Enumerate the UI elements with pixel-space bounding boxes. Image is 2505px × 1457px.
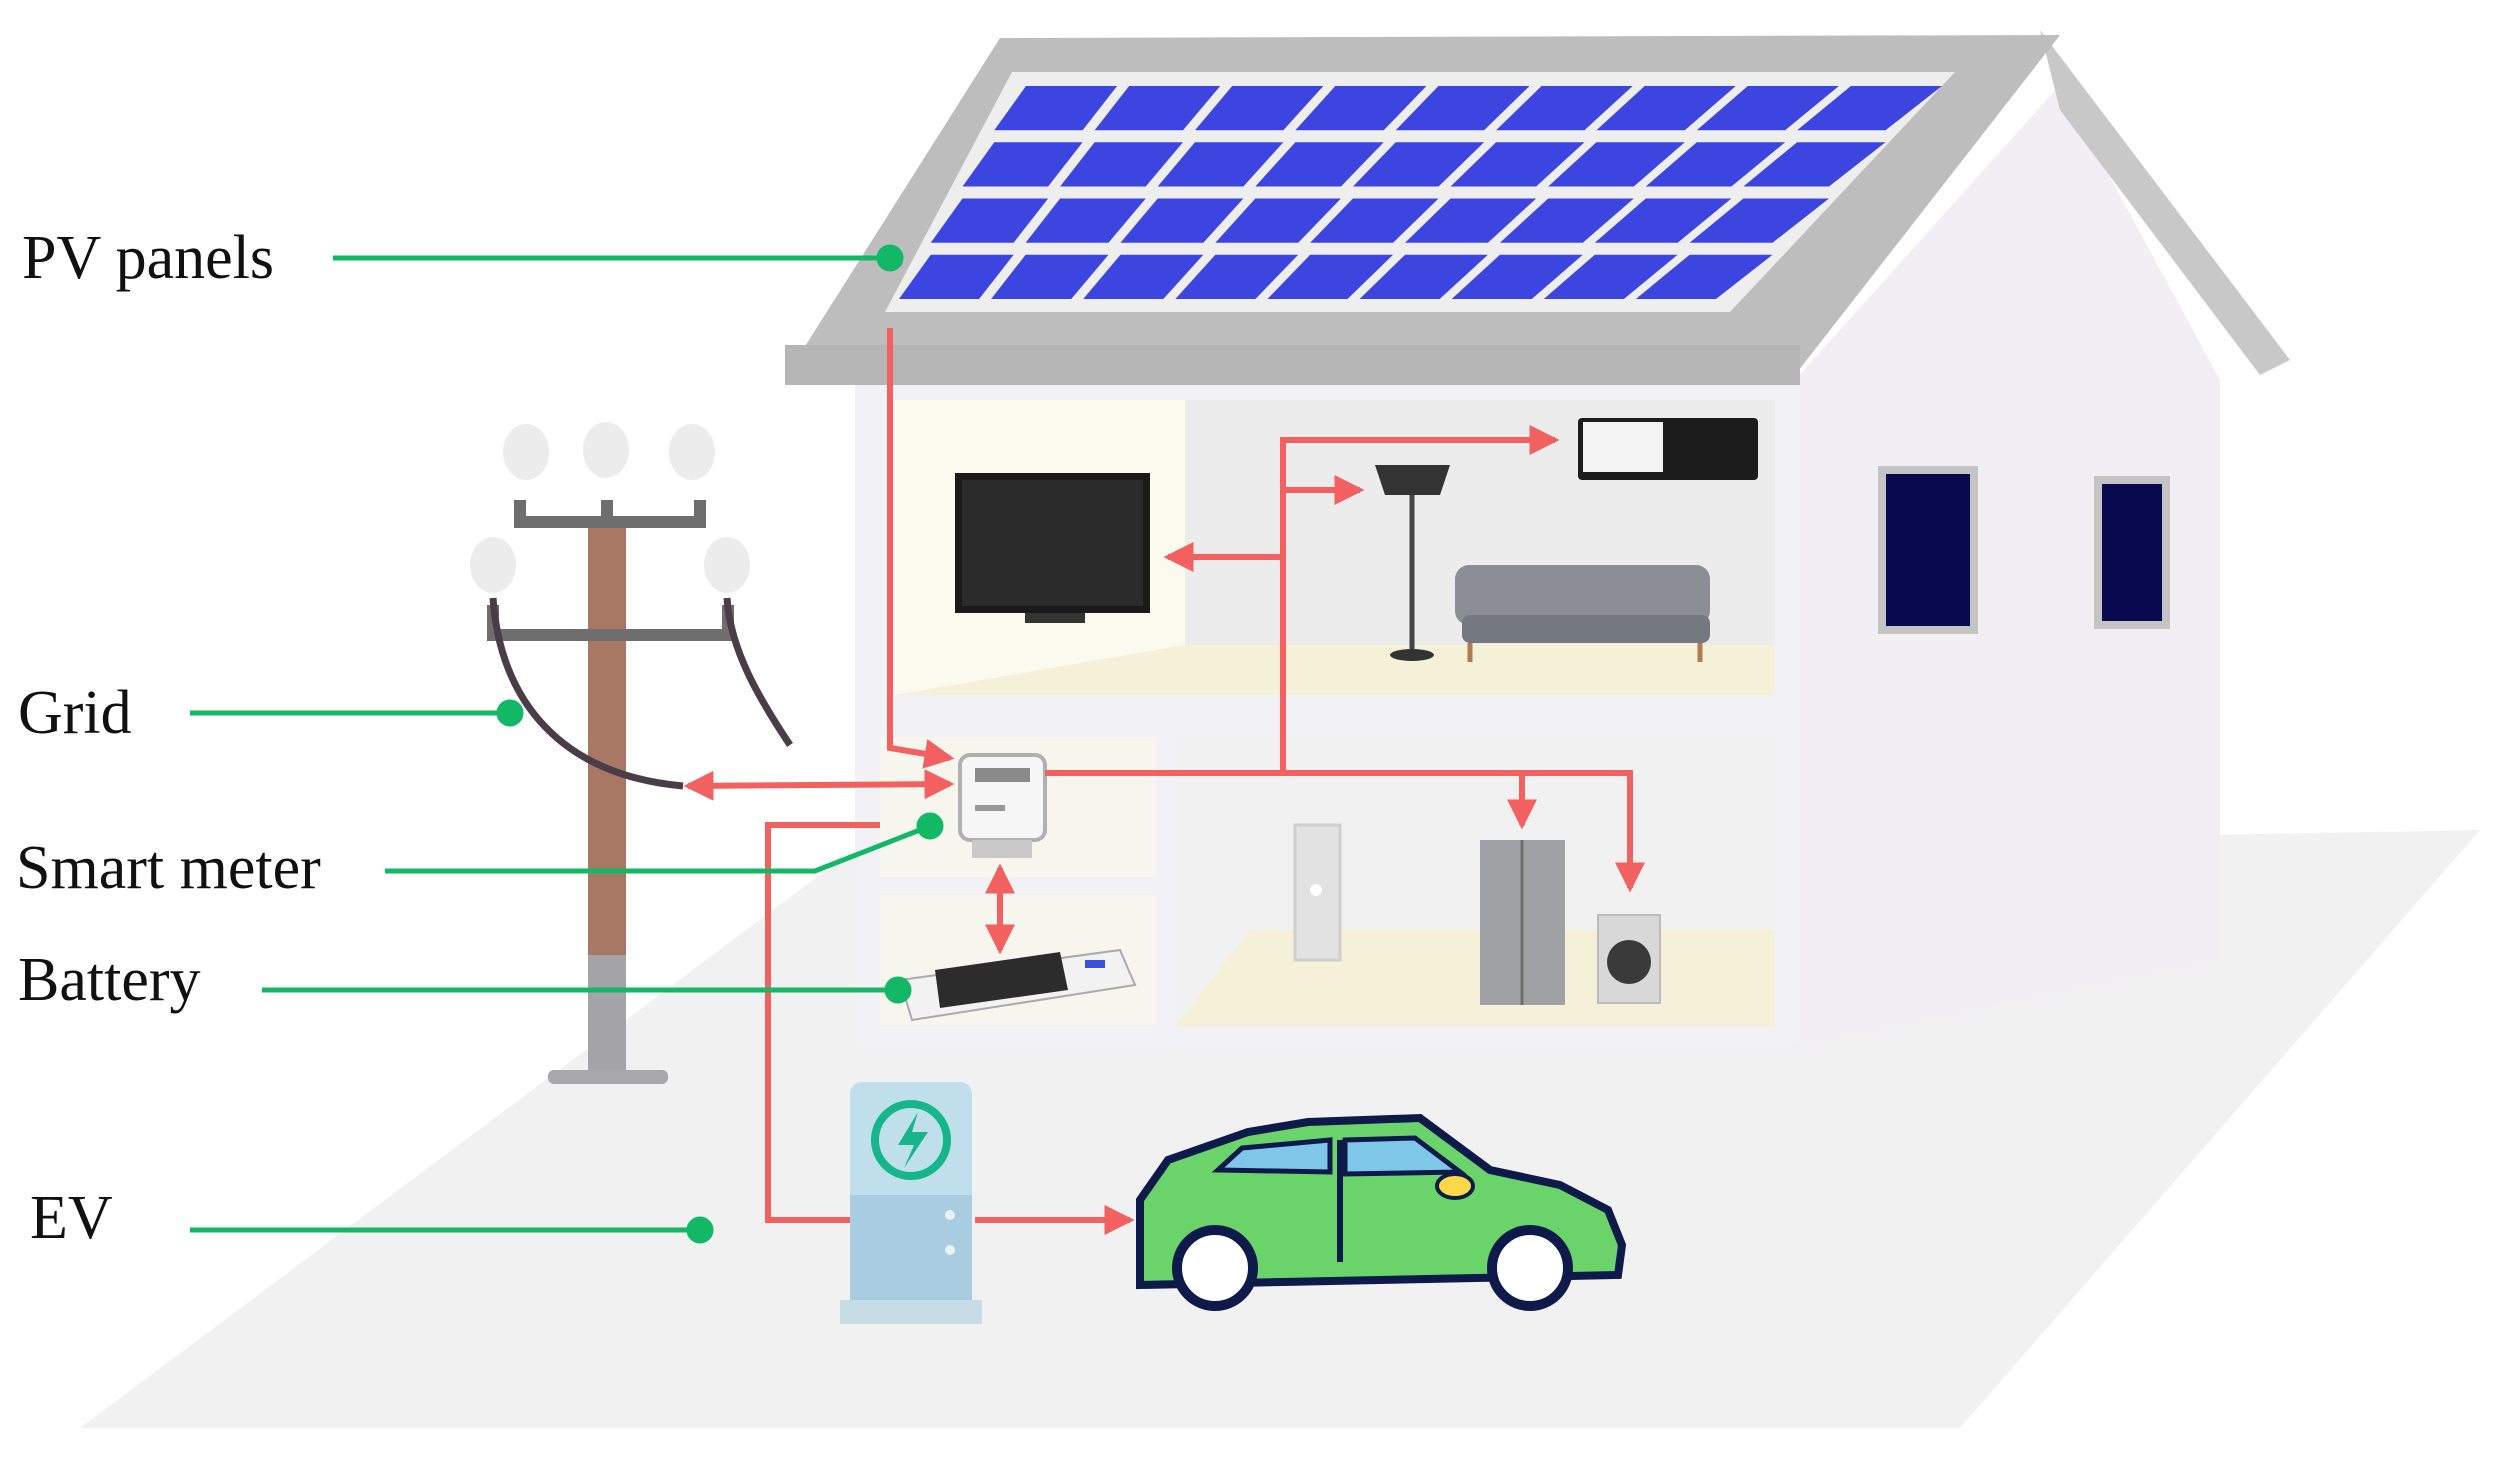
solar-cell bbox=[1689, 198, 1829, 243]
flow-meter-to-charger bbox=[765, 822, 880, 1223]
roof-eave bbox=[785, 345, 1800, 385]
solar-cell bbox=[1548, 142, 1685, 187]
side-window-2 bbox=[2094, 476, 2170, 629]
car-icon bbox=[1136, 1113, 1627, 1311]
solar-cell bbox=[1060, 142, 1183, 187]
side-window-1 bbox=[1878, 466, 1978, 634]
solar-cell bbox=[930, 198, 1049, 243]
flow-meter-trunk bbox=[1045, 770, 1645, 893]
solar-cell bbox=[1596, 86, 1736, 131]
solar-cell bbox=[1255, 142, 1384, 187]
ev-charger-icon bbox=[840, 1082, 982, 1324]
tv-icon bbox=[955, 473, 1150, 623]
door-icon bbox=[1293, 823, 1342, 962]
flow-pv-to-meter bbox=[887, 328, 955, 769]
solar-cell bbox=[899, 254, 1014, 299]
solar-cell bbox=[991, 254, 1109, 299]
solar-cell bbox=[962, 142, 1083, 187]
pv-panels bbox=[885, 72, 1955, 312]
air-conditioner-icon bbox=[1578, 418, 1758, 480]
solar-cell bbox=[1450, 142, 1585, 187]
battery-icon bbox=[898, 948, 1137, 1022]
callout-dot-ev bbox=[686, 1216, 714, 1244]
callout-line-meter bbox=[385, 823, 931, 874]
solar-cell bbox=[1025, 198, 1146, 243]
solar-cell bbox=[1157, 142, 1284, 187]
solar-cell bbox=[1094, 86, 1221, 131]
solar-cell bbox=[1395, 86, 1530, 131]
solar-cell bbox=[1635, 254, 1773, 299]
solar-cell bbox=[1295, 86, 1427, 131]
solar-cell bbox=[1359, 254, 1488, 299]
living-floor bbox=[895, 645, 1775, 695]
solar-cell bbox=[1645, 142, 1786, 187]
solar-cell bbox=[1405, 198, 1537, 243]
solar-panel-icon bbox=[885, 72, 1955, 312]
solar-cell bbox=[1310, 198, 1439, 243]
utility-pole-icon bbox=[470, 422, 793, 1084]
label-ev: EV bbox=[30, 1184, 113, 1252]
solar-cell bbox=[1797, 86, 1942, 131]
solar-cell bbox=[1696, 86, 1839, 131]
callout-dot-meter bbox=[916, 812, 944, 840]
solar-cell bbox=[1352, 142, 1485, 187]
sofa-icon bbox=[1455, 565, 1710, 662]
smart-meter-icon bbox=[958, 753, 1047, 858]
solar-cell bbox=[1743, 142, 1886, 187]
flow-riser bbox=[1280, 425, 1560, 773]
solar-cell bbox=[1175, 254, 1299, 299]
solar-cell bbox=[994, 86, 1118, 131]
callout-dot-grid bbox=[496, 699, 524, 727]
callouts bbox=[190, 244, 944, 1244]
solar-cell bbox=[1120, 198, 1244, 243]
roof-gable bbox=[2040, 30, 2290, 375]
label-pv-panels: PV panels bbox=[22, 224, 274, 292]
solar-cell bbox=[1496, 86, 1633, 131]
energy-flows bbox=[683, 328, 1645, 1235]
flow-grid-meter bbox=[683, 769, 955, 801]
kitchen-floor bbox=[1175, 930, 1775, 1027]
solar-cell bbox=[1267, 254, 1394, 299]
washing-machine-icon bbox=[1597, 914, 1661, 1004]
label-smart-meter: Smart meter bbox=[16, 834, 321, 902]
floor-lamp-icon bbox=[1375, 465, 1450, 661]
house-side-wall bbox=[1795, 85, 2220, 1048]
refrigerator-icon bbox=[1480, 840, 1565, 1005]
callout-dot-pv bbox=[876, 244, 904, 272]
solar-cell bbox=[1594, 198, 1732, 243]
callout-dot-battery bbox=[884, 976, 912, 1004]
label-grid: Grid bbox=[18, 679, 132, 747]
label-battery: Battery bbox=[18, 946, 201, 1014]
solar-cell bbox=[1083, 254, 1204, 299]
solar-cell bbox=[1194, 86, 1324, 131]
solar-cell bbox=[1543, 254, 1678, 299]
solar-cell bbox=[1499, 198, 1634, 243]
solar-cell bbox=[1215, 198, 1341, 243]
solar-cell bbox=[1451, 254, 1583, 299]
